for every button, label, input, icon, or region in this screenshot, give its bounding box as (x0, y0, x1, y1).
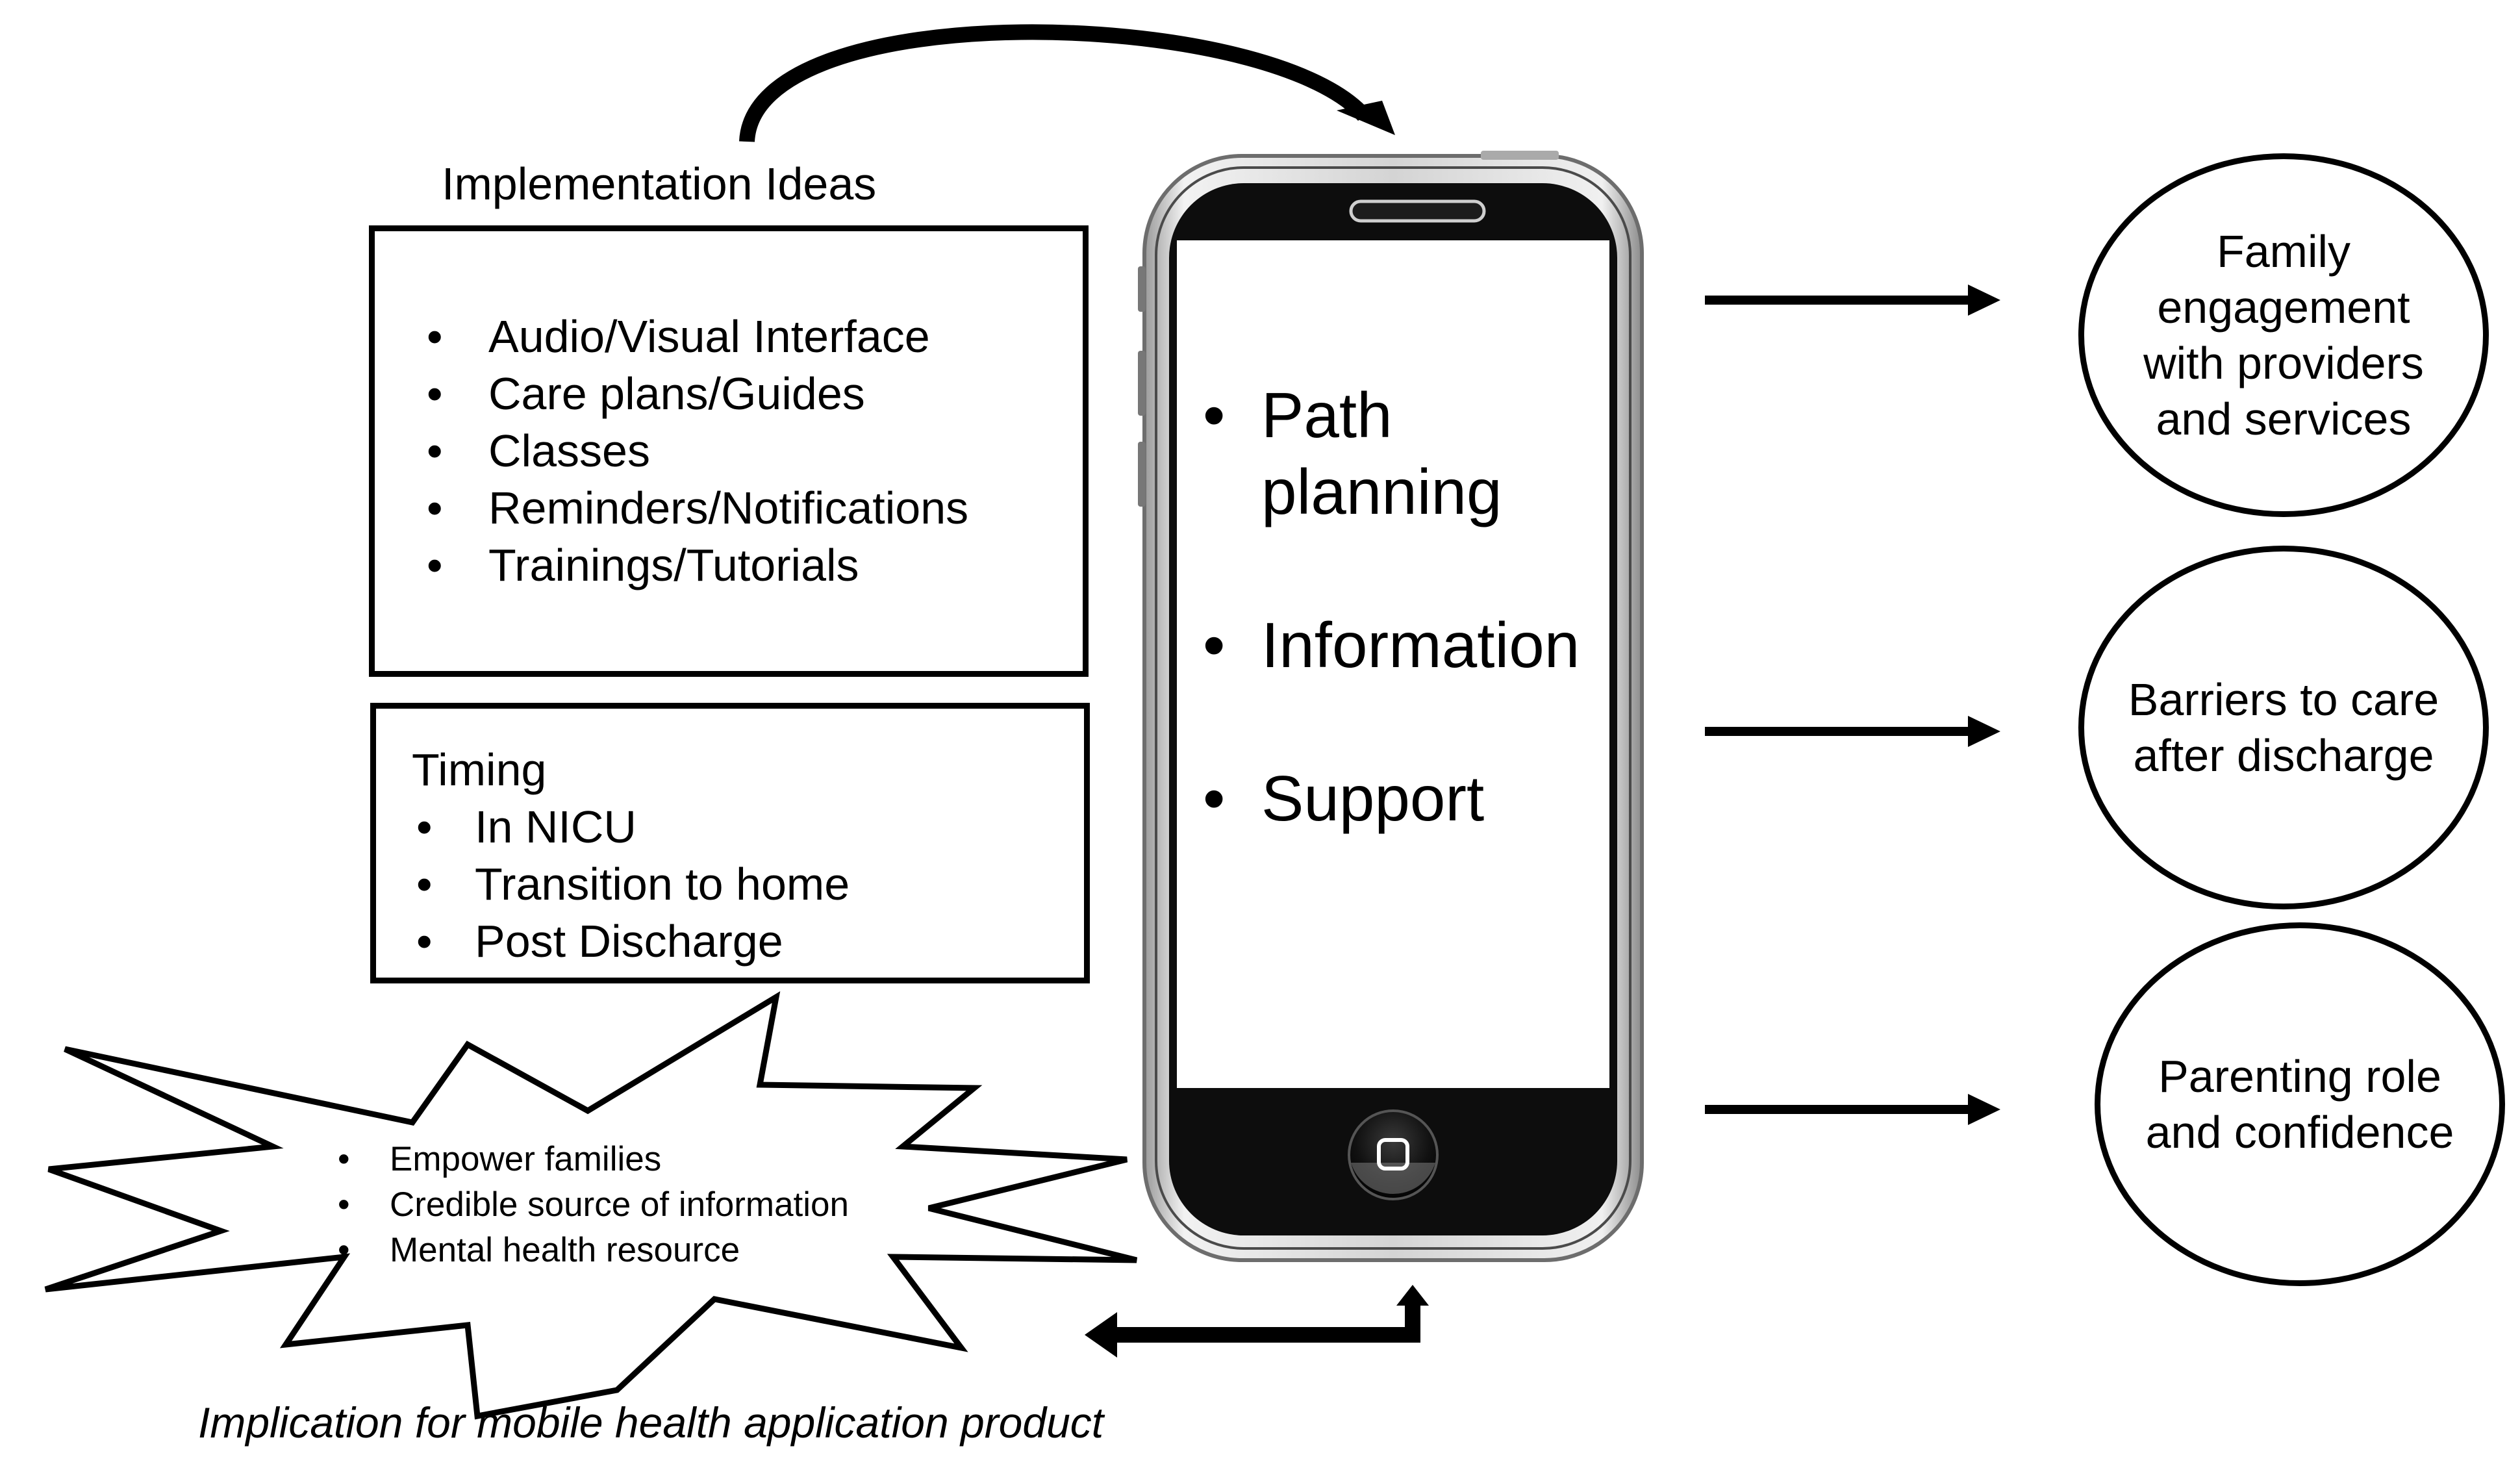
list-item: Mental health resource (273, 1228, 1117, 1273)
implications-caption: Implication for mobile health applicatio… (198, 1398, 1104, 1447)
list-item: Transition to home (376, 855, 850, 913)
outcome-oval-barriers: Barriers to care after discharge (2078, 546, 2489, 909)
list-item: In NICU (376, 798, 850, 855)
list-item: Trainings/Tutorials (375, 537, 968, 594)
outcome-oval-parenting: Parenting role and confidence (2095, 922, 2505, 1286)
implications-list: Empower families Credible source of info… (273, 1137, 1117, 1273)
outcome-label: Parenting role and confidence (2145, 1051, 2454, 1158)
list-item: Path planning (1177, 377, 1619, 530)
arrow-to-outcome-1 (1705, 285, 2000, 316)
curved-arrow-head (1337, 101, 1395, 135)
bent-arrow (1085, 1285, 1429, 1358)
outcome-label: Family engagement with providers and ser… (2143, 226, 2424, 444)
list-item: Information (1177, 607, 1619, 683)
list-item: Credible source of information (273, 1182, 1117, 1228)
list-item: Reminders/Notifications (375, 479, 968, 537)
list-item: Care plans/Guides (375, 365, 968, 422)
timing-title: Timing (412, 744, 547, 795)
curved-arrow (739, 24, 1370, 143)
phone-screen-list: Path planning Information Support (1177, 377, 1619, 913)
implementation-list: Audio/Visual Interface Care plans/Guides… (375, 308, 968, 594)
outcome-oval-family-engagement: Family engagement with providers and ser… (2078, 153, 2489, 517)
implementation-title: Implementation Ideas (442, 158, 877, 209)
list-item: Support (1177, 760, 1619, 837)
list-item: Audio/Visual Interface (375, 308, 968, 365)
list-item: Classes (375, 422, 968, 479)
list-item: Post Discharge (376, 913, 850, 970)
implementation-ideas-box: Audio/Visual Interface Care plans/Guides… (369, 225, 1089, 677)
outcome-label: Barriers to care after discharge (2128, 674, 2439, 781)
timing-list: In NICU Transition to home Post Discharg… (376, 798, 850, 970)
timing-box: Timing In NICU Transition to home Post D… (370, 703, 1090, 983)
list-item: Empower families (273, 1137, 1117, 1182)
arrow-to-outcome-2 (1705, 716, 2000, 747)
arrow-to-outcome-3 (1705, 1094, 2000, 1125)
